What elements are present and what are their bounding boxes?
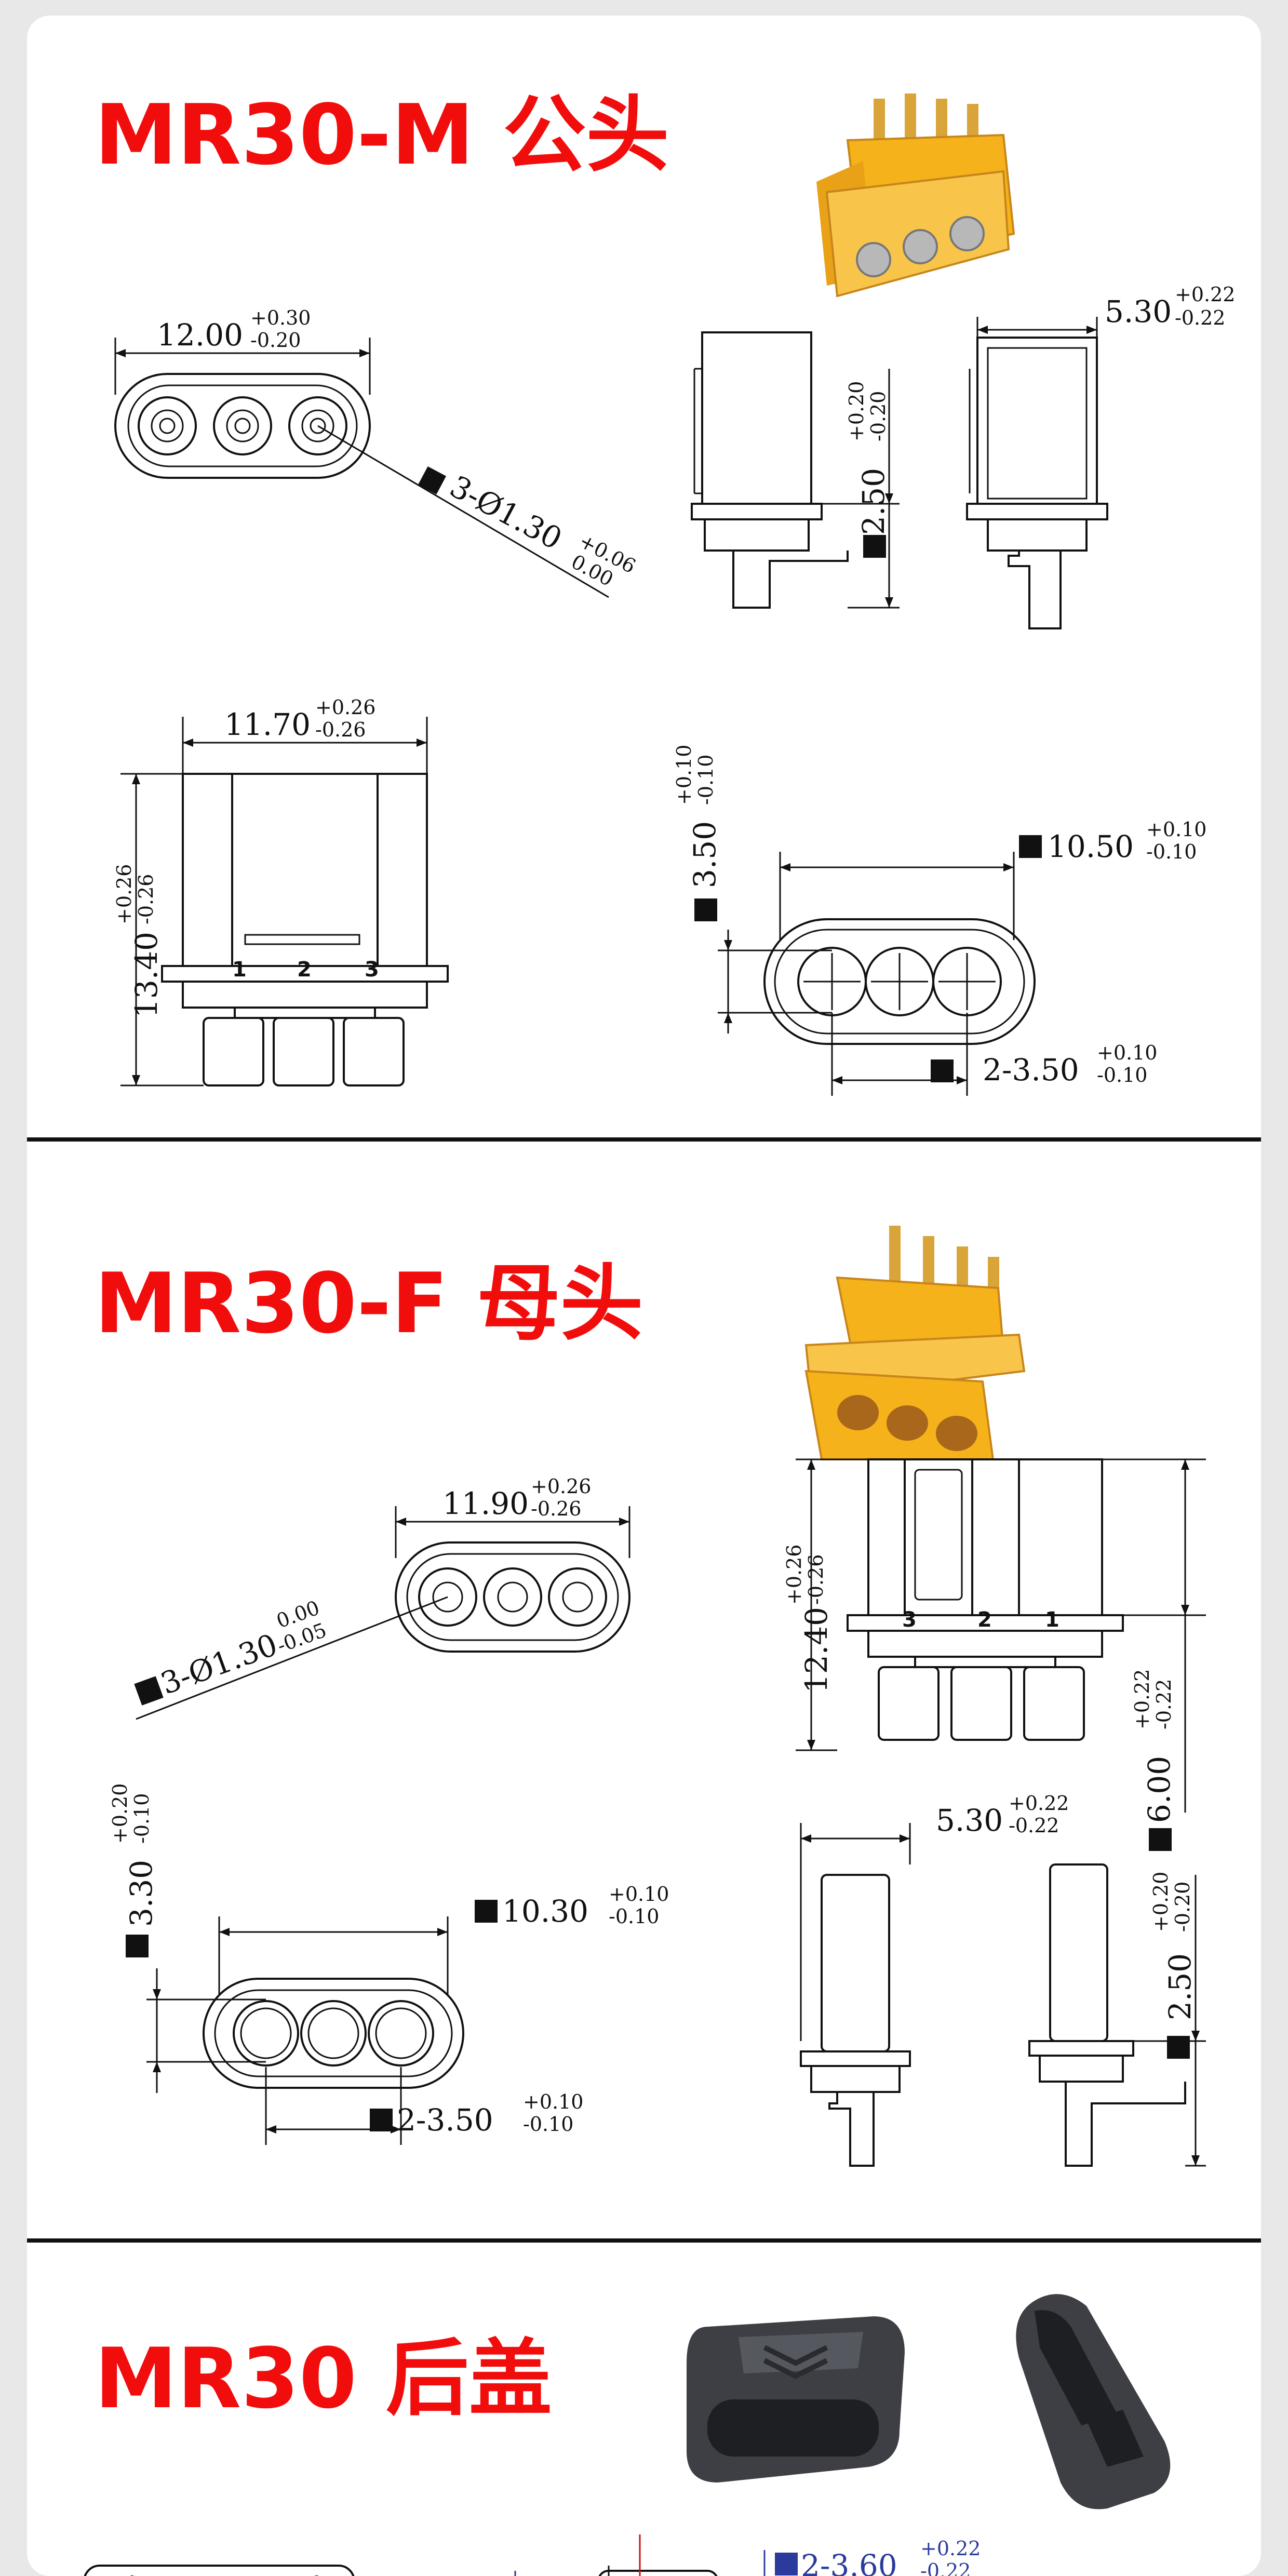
- male-pin-len-tol-minus: -0.20: [867, 391, 890, 441]
- cover-drawings-partial: 2-3.60 +0.22 -0.22: [84, 2534, 981, 2576]
- male-body-h-tol-plus: +0.26: [113, 864, 136, 924]
- female-body-h-tol-minus: -0.26: [804, 1554, 827, 1605]
- male-pin-len-value: 2.50: [856, 468, 891, 535]
- male-connector-photo: [816, 93, 1015, 298]
- female-width-top-tol-minus: -0.26: [531, 1497, 581, 1520]
- male-pitch-tol-minus: -0.10: [1097, 1064, 1147, 1086]
- male-width-top-tol-plus: +0.30: [250, 306, 311, 329]
- female-depth-tol-plus: +0.22: [1009, 1792, 1069, 1815]
- female-depth-value: 5.30: [936, 1803, 1003, 1838]
- male-body-h-value: 13.40: [129, 932, 164, 1018]
- male-pin-2-label: 2: [297, 958, 312, 982]
- female-body-h-value: 12.40: [799, 1607, 834, 1693]
- male-face-w-value: 10.50: [1048, 829, 1134, 864]
- female-hole-dia-value: 3-Ø1.30: [156, 1627, 282, 1701]
- male-face-h-tol-minus: -0.10: [694, 755, 717, 805]
- female-face-w-tol-plus: +0.10: [609, 1883, 669, 1906]
- female-face-h-tol-plus: +0.20: [109, 1783, 131, 1844]
- female-pin-1-label: 1: [1045, 1608, 1059, 1632]
- cover-photo-1: [687, 2316, 905, 2483]
- female-face-h-tol-minus: -0.10: [130, 1793, 153, 1844]
- male-body-w-value: 11.70: [224, 707, 311, 742]
- female-face-view: 11.90 +0.26 -0.26 3-Ø1.30 0.00 -0.05 12.…: [134, 1458, 1206, 1851]
- female-body-h-tol-plus: +0.26: [783, 1545, 806, 1605]
- male-face-view: 12.00 +0.30 -0.20 3-Ø1.30 +0.06 0.00: [114, 283, 1235, 629]
- section-divider-1: [27, 1137, 1261, 1142]
- male-face-h-value: 3.50: [687, 821, 722, 888]
- male-depth-tol-minus: -0.22: [1175, 306, 1225, 329]
- male-body-w-tol-plus: +0.26: [315, 696, 375, 719]
- male-body-w-tol-minus: -0.26: [315, 718, 366, 741]
- cover-photo-2: [1016, 2294, 1171, 2510]
- male-pitch-value: 2-3.50: [983, 1052, 1079, 1088]
- cover-partial-value: 2-3.60: [801, 2548, 897, 2576]
- female-pin-len-tol-minus: -0.20: [1171, 1882, 1194, 1932]
- cover-partial-tol-minus: -0.22: [920, 2559, 971, 2576]
- female-total-h-tol-minus: -0.22: [1152, 1679, 1175, 1729]
- female-pin-len-value: 2.50: [1162, 1953, 1198, 2020]
- male-pitch-tol-plus: +0.10: [1097, 1041, 1157, 1064]
- female-side-views: 3.30 +0.20 -0.10 10.30 +0.10 -0.10: [109, 1783, 1206, 2167]
- female-pin-2-label: 2: [977, 1608, 992, 1632]
- female-pin-3-label: 3: [902, 1608, 917, 1632]
- female-total-h-value: 6.00: [1142, 1756, 1177, 1823]
- male-pin-len-tol-plus: +0.20: [845, 381, 868, 441]
- female-pin-len-tol-plus: +0.20: [1149, 1872, 1172, 1932]
- male-width-top-value: 12.00: [157, 317, 243, 353]
- female-width-top-tol-plus: +0.26: [531, 1475, 591, 1498]
- male-depth-value: 5.30: [1105, 294, 1172, 329]
- male-width-top-tol-minus: -0.20: [250, 329, 301, 352]
- section-divider-2: [27, 2238, 1261, 2243]
- female-depth-tol-minus: -0.22: [1009, 1814, 1059, 1837]
- female-pitch-tol-minus: -0.10: [523, 2113, 573, 2136]
- cover-partial-tol-plus: +0.22: [920, 2537, 981, 2560]
- male-depth-tol-plus: +0.22: [1175, 283, 1235, 306]
- female-pitch-value: 2-3.50: [397, 2102, 493, 2138]
- male-face-w-tol-minus: -0.10: [1146, 840, 1197, 863]
- cover-section-title: MR30 后盖: [95, 2330, 552, 2427]
- male-pin-3-label: 3: [365, 958, 379, 982]
- cover-photos: [687, 2294, 1171, 2510]
- male-pin-1-label: 1: [232, 958, 247, 982]
- female-face-h-value: 3.30: [124, 1860, 159, 1927]
- female-connector-photo: [804, 1226, 1026, 1460]
- female-face-w-tol-minus: -0.10: [609, 1905, 659, 1928]
- female-face-w-value: 10.30: [502, 1894, 588, 1929]
- female-section-title: MR30-F 母头: [95, 1255, 643, 1352]
- male-body-h-tol-minus: -0.26: [135, 874, 157, 924]
- male-section-title: MR30-M 公头: [95, 86, 669, 183]
- male-face-w-tol-plus: +0.10: [1146, 818, 1206, 841]
- female-width-top-value: 11.90: [442, 1486, 529, 1521]
- spec-card: MR30-M 公头 12.00 +0.30 -0.20: [27, 16, 1261, 2576]
- female-total-h-tol-plus: +0.22: [1131, 1669, 1153, 1729]
- male-face-h-tol-plus: +0.10: [673, 745, 695, 805]
- female-pitch-tol-plus: +0.10: [523, 2090, 583, 2113]
- male-hole-dia-value: 3-Ø1.30: [444, 468, 568, 557]
- male-front-view: 11.70 +0.26 -0.26 1 2 3 13.40 +0.26 -0.2…: [113, 696, 1206, 1096]
